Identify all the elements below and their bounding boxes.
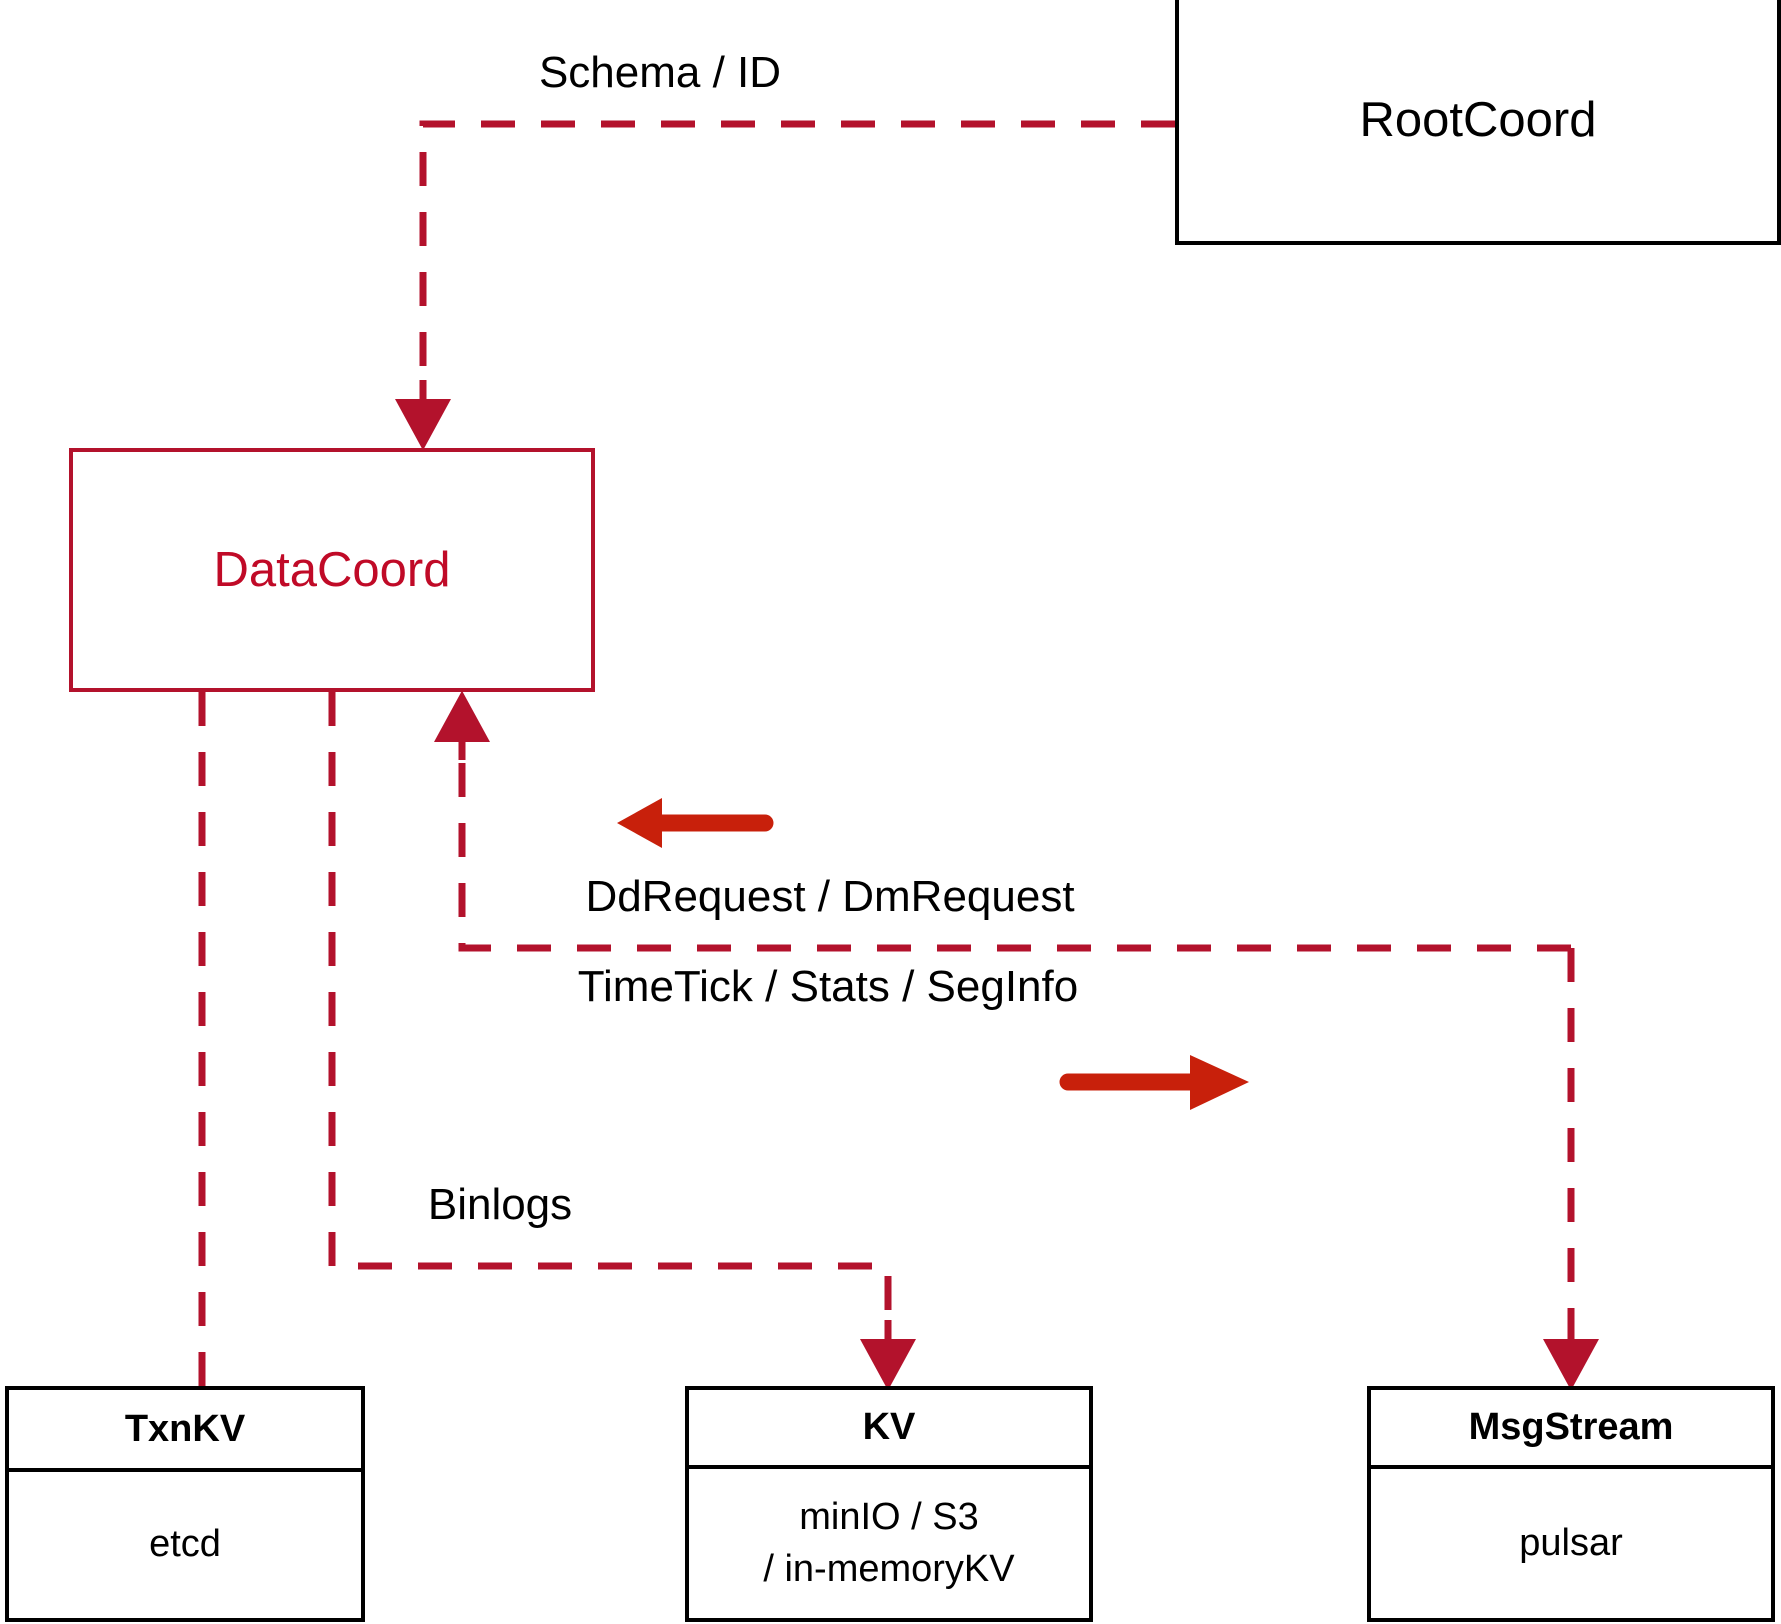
edge-label-schema-id: Schema / ID [538,48,782,97]
node-kv-body: minIO / S3 / in-memoryKV [689,1469,1089,1618]
edge-datacoord-to-kv [328,692,916,1391]
node-msgstream-header: MsgStream [1371,1390,1771,1469]
node-rootcoord[interactable]: RootCoord [1175,0,1781,245]
node-msgstream[interactable]: MsgStream pulsar [1367,1386,1775,1622]
node-kv-body-line-1: minIO / S3 [799,1496,979,1539]
node-msgstream-body: pulsar [1371,1469,1771,1618]
inbound-marker-icon [617,798,774,848]
edge-label-dd-dm-request: DdRequest / DmRequest [585,872,1075,921]
node-kv-header: KV [689,1390,1089,1469]
node-datacoord[interactable]: DataCoord [69,448,595,692]
edge-label-binlogs: Binlogs [427,1180,573,1229]
node-msgstream-body-line-1: pulsar [1519,1521,1623,1564]
node-txnkv-body: etcd [9,1472,361,1618]
node-txnkv[interactable]: TxnKV etcd [5,1386,365,1622]
node-txnkv-header: TxnKV [9,1390,361,1472]
node-datacoord-label: DataCoord [213,542,451,597]
edge-msgstream-to-datacoord [434,690,1571,952]
node-txnkv-body-line-1: etcd [149,1523,221,1566]
node-kv-body-line-2: / in-memoryKV [763,1547,1015,1590]
node-rootcoord-label: RootCoord [1359,93,1597,148]
outbound-marker-icon [1059,1055,1249,1110]
edge-label-timetick-stats-seginfo: TimeTick / Stats / SegInfo [577,962,1079,1011]
node-kv[interactable]: KV minIO / S3 / in-memoryKV [685,1386,1093,1622]
edge-rootcoord-to-datacoord [395,120,1175,451]
